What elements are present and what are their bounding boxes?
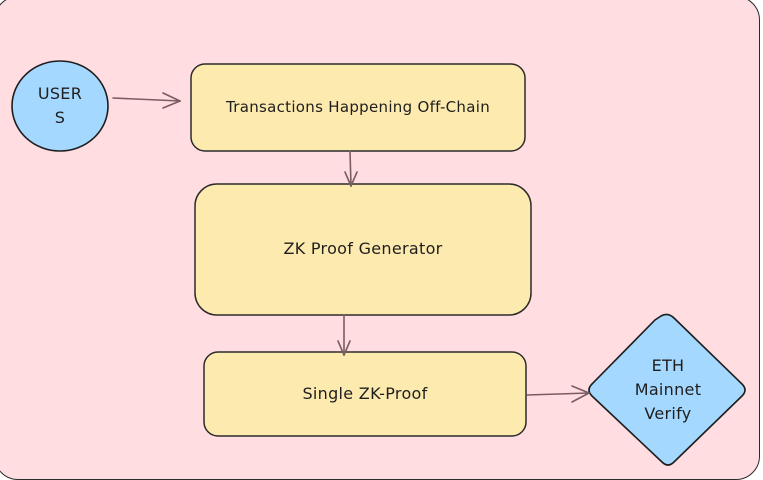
transactions-box[interactable] (190, 63, 526, 152)
arrow-proof-to-eth (526, 385, 590, 403)
zk-generator-box[interactable] (194, 183, 532, 316)
eth-verify-diamond[interactable] (588, 313, 746, 466)
arrow-transactions-to-generator (344, 150, 358, 187)
single-proof-box[interactable] (203, 351, 527, 437)
users-label: USER S (37, 84, 83, 127)
eth-verify-label: ETH Mainnet Verify (634, 356, 702, 423)
users-circle[interactable] (11, 60, 109, 152)
transactions-label: Transactions Happening Off-Chain (225, 98, 490, 116)
arrow-users-to-transactions (112, 92, 181, 109)
arrow-generator-to-proof (337, 314, 351, 356)
single-proof-label: Single ZK-Proof (302, 383, 428, 403)
zk-generator-label: ZK Proof Generator (283, 239, 443, 259)
